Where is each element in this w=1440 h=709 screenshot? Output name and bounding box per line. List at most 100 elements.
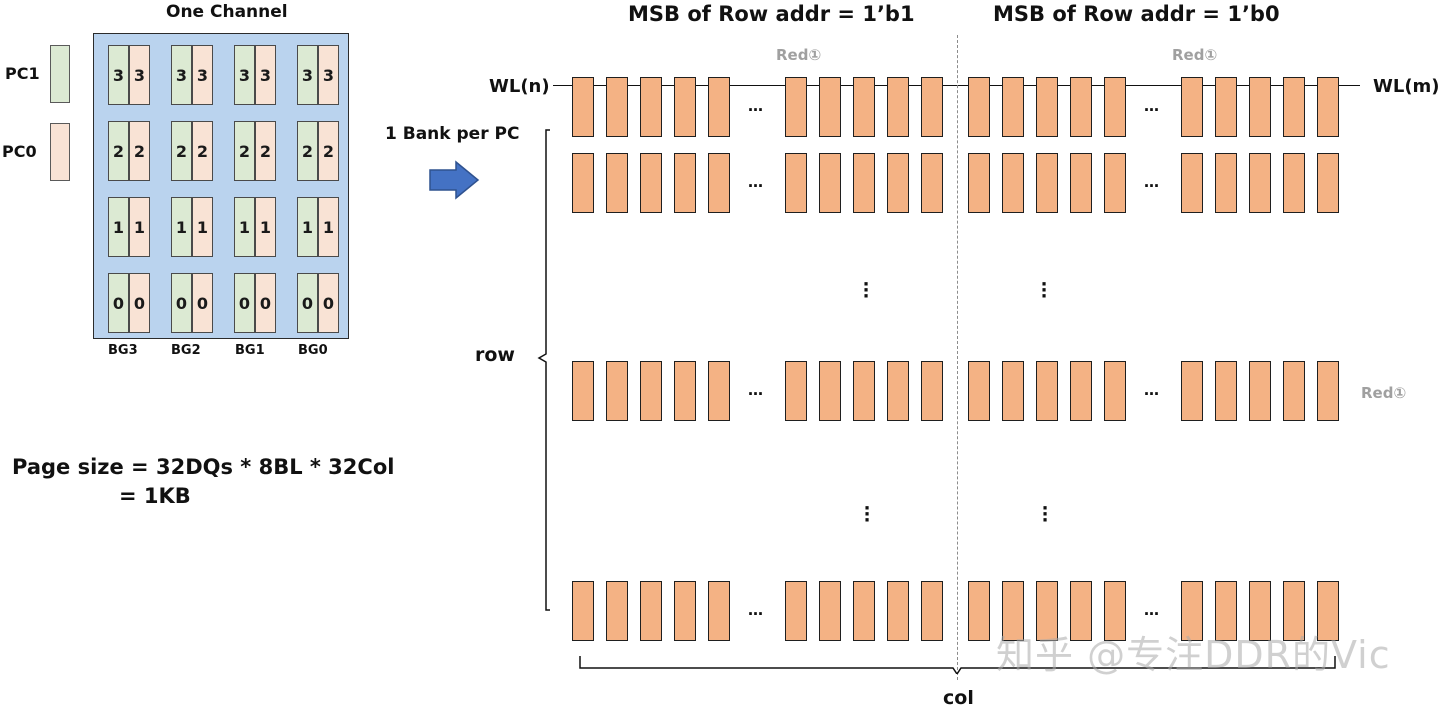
horizontal-ellipsis: … <box>1144 173 1159 191</box>
red-note: Red① <box>776 46 822 64</box>
memory-cell <box>1070 581 1092 641</box>
memory-cell <box>819 581 841 641</box>
memory-cell <box>708 581 730 641</box>
memory-cell <box>1215 361 1237 421</box>
bank-pc0: 3 <box>255 45 276 105</box>
memory-cell <box>887 153 909 213</box>
bank-pc0: 2 <box>129 121 150 181</box>
memory-cell <box>1249 581 1271 641</box>
header-msb-1: MSB of Row addr = 1’b1 <box>628 2 915 26</box>
memory-cell <box>968 77 990 137</box>
memory-cell <box>1215 153 1237 213</box>
memory-cell <box>968 153 990 213</box>
memory-cell <box>1317 581 1339 641</box>
bank-group-label: BG2 <box>171 343 201 358</box>
memory-cell <box>1317 153 1339 213</box>
memory-cell <box>1249 361 1271 421</box>
bank-pc0: 1 <box>255 197 276 257</box>
bank-pc0: 3 <box>192 45 213 105</box>
memory-cell <box>1036 153 1058 213</box>
bank-pc1: 3 <box>297 45 318 105</box>
bank-pc1: 2 <box>234 121 255 181</box>
horizontal-ellipsis: … <box>748 381 763 399</box>
memory-cell <box>606 361 628 421</box>
horizontal-ellipsis: … <box>748 97 763 115</box>
bank-pc1: 0 <box>108 273 129 333</box>
memory-cell <box>853 77 875 137</box>
memory-cell <box>853 581 875 641</box>
memory-cell <box>887 77 909 137</box>
memory-cell <box>1002 153 1024 213</box>
bank-pc0: 1 <box>192 197 213 257</box>
memory-cell <box>640 361 662 421</box>
wordline-m-label: WL(m) <box>1373 76 1440 97</box>
red-note: Red① <box>1172 46 1218 64</box>
memory-cell <box>708 153 730 213</box>
memory-cell <box>819 77 841 137</box>
memory-cell <box>572 153 594 213</box>
memory-cell <box>640 77 662 137</box>
bank-pc0: 3 <box>318 45 339 105</box>
memory-cell <box>785 581 807 641</box>
memory-cell <box>640 581 662 641</box>
bank-pc1: 1 <box>234 197 255 257</box>
memory-cell <box>1283 153 1305 213</box>
memory-cell <box>1215 581 1237 641</box>
watermark: 知乎 @专注DDR的Vic <box>996 633 1391 677</box>
channel-title: One Channel <box>166 2 288 22</box>
memory-cell <box>674 153 696 213</box>
memory-cell <box>819 361 841 421</box>
bank-pc1: 0 <box>171 273 192 333</box>
bank-pc0: 2 <box>318 121 339 181</box>
memory-cell <box>708 77 730 137</box>
memory-cell <box>785 361 807 421</box>
memory-cell <box>640 153 662 213</box>
divider-line <box>957 35 958 680</box>
memory-cell <box>1070 361 1092 421</box>
bank-pc0: 1 <box>129 197 150 257</box>
memory-cell <box>921 77 943 137</box>
col-brace <box>579 656 1336 674</box>
legend-label-pc0: PC0 <box>2 142 37 161</box>
memory-cell <box>674 361 696 421</box>
memory-cell <box>708 361 730 421</box>
memory-cell <box>1181 153 1203 213</box>
memory-cell <box>1070 77 1092 137</box>
row-label: row <box>475 344 515 366</box>
memory-cell <box>1181 581 1203 641</box>
vertical-ellipsis: ··· <box>1041 498 1049 531</box>
bank-pc1: 3 <box>108 45 129 105</box>
bank-pc1: 3 <box>234 45 255 105</box>
memory-cell <box>853 361 875 421</box>
vertical-ellipsis: ··· <box>1040 274 1048 307</box>
memory-cell <box>785 77 807 137</box>
bank-pc0: 2 <box>255 121 276 181</box>
page-size-result: = 1KB <box>119 484 191 508</box>
page-size-formula: Page size = 32DQs * 8BL * 32Col <box>12 455 395 479</box>
wordline-n-label: WL(n) <box>489 76 550 97</box>
horizontal-ellipsis: … <box>748 173 763 191</box>
memory-cell <box>1283 581 1305 641</box>
memory-cell <box>921 581 943 641</box>
col-label: col <box>943 687 974 709</box>
memory-cell <box>1002 581 1024 641</box>
wordline <box>553 85 1360 86</box>
arrow-label: 1 Bank per PC <box>385 124 520 144</box>
memory-cell <box>1181 361 1203 421</box>
bank-pc0: 3 <box>129 45 150 105</box>
bank-pc0: 0 <box>192 273 213 333</box>
vertical-ellipsis: ··· <box>863 498 871 531</box>
horizontal-ellipsis: … <box>1144 601 1159 619</box>
bank-group-label: BG0 <box>298 343 328 358</box>
red-note: Red① <box>1361 384 1407 402</box>
memory-cell <box>1036 77 1058 137</box>
memory-cell <box>1249 77 1271 137</box>
memory-cell <box>572 361 594 421</box>
bank-pc1: 2 <box>171 121 192 181</box>
memory-cell <box>572 77 594 137</box>
memory-cell <box>785 153 807 213</box>
memory-cell <box>1036 361 1058 421</box>
header-msb-0: MSB of Row addr = 1’b0 <box>993 2 1280 26</box>
memory-cell <box>1002 361 1024 421</box>
memory-cell <box>968 361 990 421</box>
